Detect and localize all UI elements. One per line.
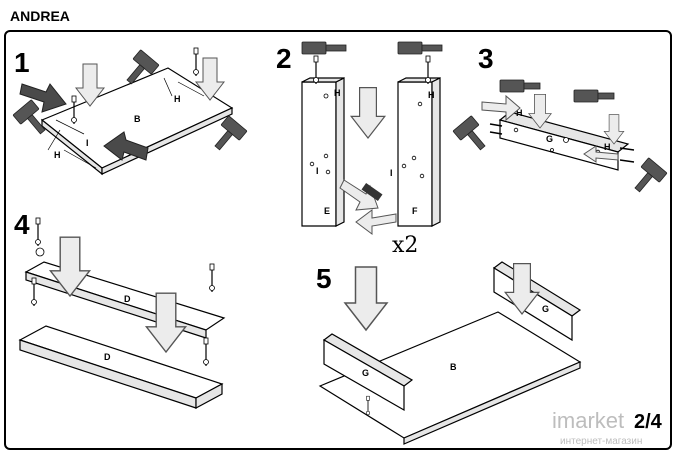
instruction-frame <box>4 30 672 450</box>
step-1-number: 1 <box>14 47 30 78</box>
step-3: 3 G H H <box>452 43 668 199</box>
label-h-right: H <box>174 94 181 104</box>
label-d-upper: D <box>124 294 131 304</box>
label-h-right: H <box>604 142 611 152</box>
label-f: F <box>412 206 418 216</box>
label-e: E <box>324 206 330 216</box>
hammer-icon <box>573 89 615 103</box>
step-1: 1 B H H I I <box>12 47 248 176</box>
panel-f <box>397 81 433 227</box>
label-g-back: G <box>542 304 549 314</box>
repeat-multiplier: x2 <box>392 233 418 258</box>
label-d-lower: D <box>104 352 111 362</box>
label-g-front: G <box>362 368 369 378</box>
panel-g-front <box>323 338 405 412</box>
step-4-number: 4 <box>14 209 30 240</box>
label-b: B <box>450 362 457 372</box>
hammer-icon <box>452 115 493 157</box>
label-h-left: H <box>516 108 523 118</box>
label-i-left: I <box>86 138 89 148</box>
label-h-left: H <box>54 150 61 160</box>
insert-arrow <box>355 209 397 235</box>
panel-d-lower <box>18 325 224 399</box>
step-5-number: 5 <box>316 263 332 294</box>
hammer-icon <box>627 157 668 199</box>
insert-arrow <box>583 145 619 163</box>
step-3-number: 3 <box>478 43 494 74</box>
label-g: G <box>546 134 553 144</box>
screwdriver-icon <box>361 182 383 202</box>
insert-arrow <box>481 94 521 122</box>
step-5: 5 B G G <box>316 261 582 445</box>
insert-arrow-dark <box>19 83 67 113</box>
hammer-icon <box>397 41 443 55</box>
label-h-right: H <box>428 90 435 100</box>
hammer-icon <box>499 79 541 93</box>
step-4: 4 D D <box>14 209 226 410</box>
label-i-right: I <box>390 168 393 178</box>
label-i-left: I <box>316 166 319 176</box>
page-number: 2/4 <box>634 411 663 433</box>
document-title: ANDREA <box>10 8 70 24</box>
panel-e <box>301 81 337 227</box>
watermark-subtitle: интернет-магазин <box>560 436 642 447</box>
insert-arrow-dark <box>103 131 149 161</box>
down-arrow <box>350 86 386 139</box>
watermark-brand: imarket <box>552 408 624 433</box>
hammer-icon <box>301 41 347 55</box>
label-b: B <box>134 114 141 124</box>
down-arrow <box>344 266 388 331</box>
label-h-left: H <box>334 88 341 98</box>
step-2: 2 E F H H I I x2 <box>276 41 443 258</box>
step-2-number: 2 <box>276 43 292 74</box>
